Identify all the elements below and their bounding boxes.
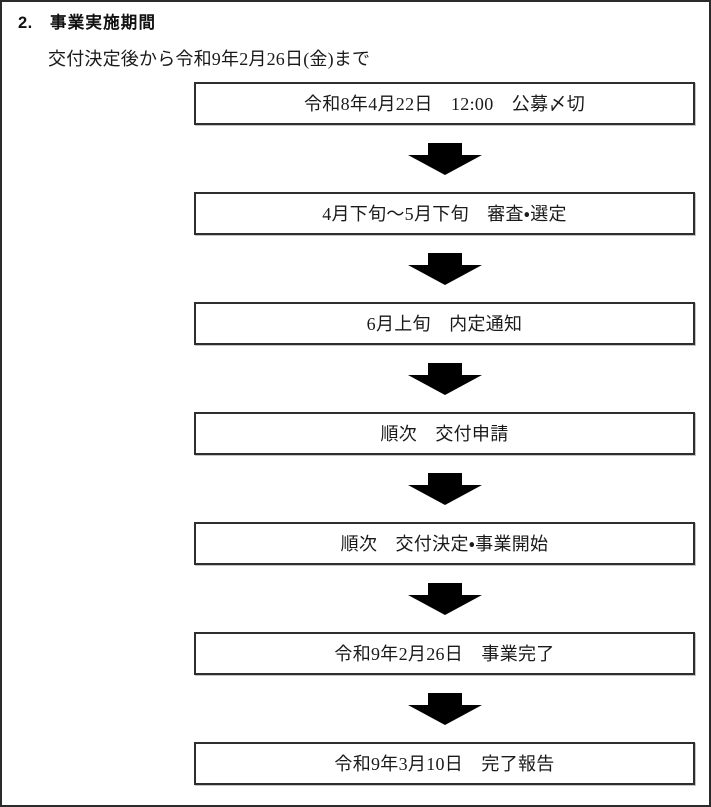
section-number: 2. [18, 14, 33, 32]
flow-step: 4月下旬～5月下旬 審査・選定 [194, 192, 695, 235]
flow-step-box: 令和9年2月26日 事業完了 [194, 632, 695, 675]
flow-arrow [194, 125, 695, 192]
flow-arrow [194, 235, 695, 302]
flow-step-label: 令和9年2月26日 事業完了 [334, 643, 555, 664]
down-arrow-icon [407, 252, 482, 285]
flow-step-box: 順次 交付申請 [194, 412, 695, 455]
flow-step-box: 順次 交付決定・事業開始 [194, 522, 695, 565]
flow-arrow [194, 675, 695, 742]
period-text: 交付決定後から令和9年2月26日(金)まで [48, 49, 371, 69]
flow-step: 令和8年4月22日 12:00 公募〆切 [194, 82, 695, 125]
down-arrow-icon [407, 692, 482, 725]
flow-step: 令和9年3月10日 完了報告 [194, 742, 695, 785]
flow-step-box: 6月上旬 内定通知 [194, 302, 695, 345]
flow-step: 令和9年2月26日 事業完了 [194, 632, 695, 675]
flow-step: 順次 交付決定・事業開始 [194, 522, 695, 565]
flow-arrow [194, 565, 695, 632]
flow-step-box: 4月下旬～5月下旬 審査・選定 [194, 192, 695, 235]
flow-step-box: 令和8年4月22日 12:00 公募〆切 [194, 82, 695, 125]
down-arrow-icon [407, 472, 482, 505]
schedule-flow-chart: 令和8年4月22日 12:00 公募〆切 4月下旬～5月下旬 審査・選定 6月上旬 … [194, 82, 695, 785]
flow-step-label: 6月上旬 内定通知 [366, 313, 523, 334]
page-heading: 2. 事業実施期間 [18, 9, 156, 33]
down-arrow-icon [407, 362, 482, 395]
flow-step: 順次 交付申請 [194, 412, 695, 455]
flow-step-label: 令和9年3月10日 完了報告 [334, 753, 555, 774]
flow-step-label: 順次 交付決定・事業開始 [340, 533, 549, 554]
flow-step-label: 令和8年4月22日 12:00 公募〆切 [304, 93, 585, 114]
down-arrow-icon [407, 142, 482, 175]
flow-step-box: 令和9年3月10日 完了報告 [194, 742, 695, 785]
flow-step-label: 4月下旬～5月下旬 審査・選定 [322, 203, 567, 224]
flow-step: 6月上旬 内定通知 [194, 302, 695, 345]
flow-step-label: 順次 交付申請 [380, 423, 509, 444]
page-title: 事業実施期間 [50, 14, 157, 32]
down-arrow-icon [407, 582, 482, 615]
flow-arrow [194, 345, 695, 412]
flow-arrow [194, 455, 695, 522]
